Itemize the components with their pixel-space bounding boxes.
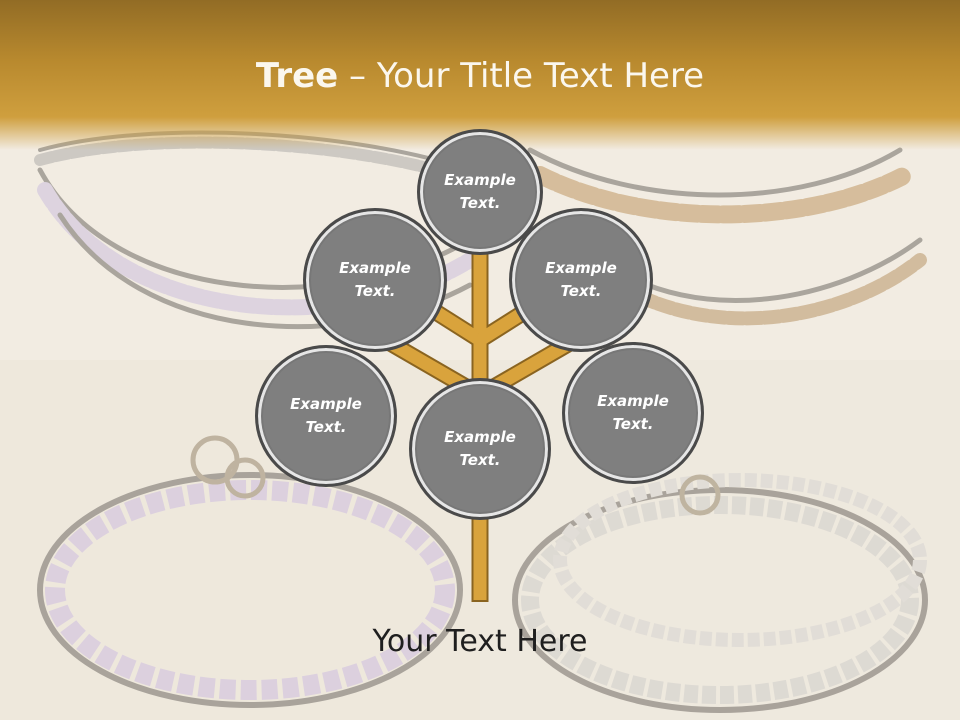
footer-text[interactable]: Your Text Here bbox=[372, 624, 588, 659]
title-bold: Tree bbox=[255, 56, 339, 96]
title-rest: – Your Title Text Here bbox=[338, 56, 705, 96]
slide-title[interactable]: Tree – Your Title Text Here bbox=[0, 56, 960, 96]
title-bar bbox=[0, 0, 960, 150]
